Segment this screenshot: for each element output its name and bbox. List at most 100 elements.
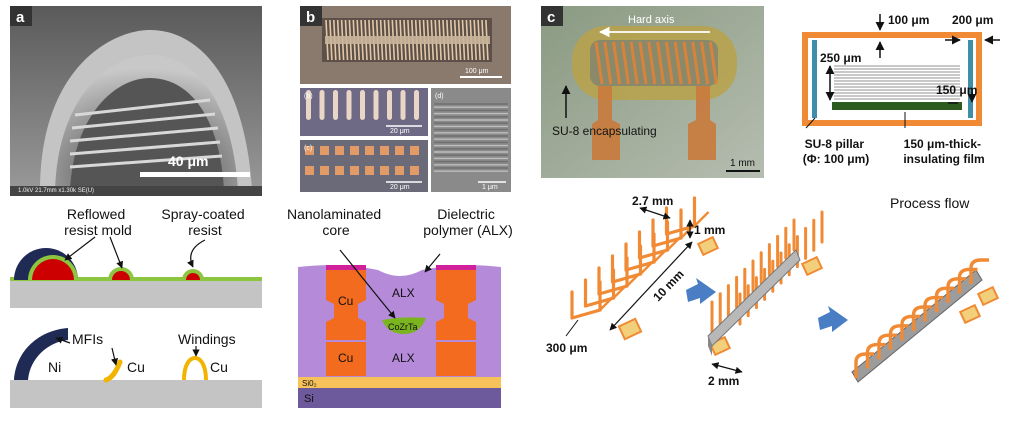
label-alx-top: ALX (392, 286, 415, 300)
photo-coil-turn (664, 41, 674, 85)
folded-turn (969, 258, 989, 284)
sub-label-d: (d) (435, 93, 444, 100)
pillar (306, 90, 311, 120)
photo-coil-turn (594, 41, 604, 85)
pillar (400, 90, 406, 120)
dim-2mm: 2 mm (708, 374, 739, 388)
photo-coil-turn (708, 41, 718, 85)
panel-b-tag: b (306, 9, 315, 26)
dim-2-7mm: 2.7 mm (632, 194, 673, 208)
photo-coil-turn (620, 41, 630, 85)
panel-c-tag-bg (541, 6, 563, 26)
cross-section-1 (10, 236, 262, 308)
pad (365, 146, 374, 155)
cross-section-b (298, 249, 501, 408)
pad (410, 166, 419, 175)
scale-b: 20 μm (390, 128, 410, 135)
pillar (414, 90, 419, 120)
scale-c: 20 μm (390, 184, 410, 191)
photo-coil-turn (673, 41, 683, 85)
photo-coil-turn (647, 41, 657, 85)
panel-c: c Hard axis SU-8 encapsulating 1 mm 100 … (541, 6, 1000, 388)
pad (800, 255, 824, 277)
photo-coil-turn (656, 41, 666, 85)
pillar (319, 90, 325, 120)
label-hard-axis: Hard axis (628, 14, 675, 26)
label-cu-bottom: Cu (338, 351, 353, 365)
dim-1mm: 1 mm (694, 223, 725, 237)
photo-coil-turn (629, 41, 639, 85)
pillar (333, 90, 338, 120)
sem-info-a: 1.0kV 21.7mm x1.30k SE(U) (18, 188, 94, 194)
dim-100um: 100 μm (888, 13, 929, 27)
photo-coil-turn (691, 41, 701, 85)
pad (380, 146, 389, 155)
pad (320, 146, 329, 155)
dim-200um: 200 μm (952, 13, 993, 27)
arrow-step-2 (818, 306, 848, 332)
pad (976, 285, 1000, 307)
arrow-step-1 (686, 278, 716, 304)
dim-10mm: 10 mm (650, 267, 686, 304)
scale-photo-c: 1 mm (730, 158, 755, 169)
panel-a-tag: a (16, 9, 25, 26)
sub-label-c: (c) (304, 145, 312, 152)
label-cu-1: Cu (127, 359, 145, 375)
label-dielectric-polymer: Dielectric polymer (ALX) (423, 206, 512, 238)
label-windings: Windings (178, 331, 236, 347)
pad (395, 166, 404, 175)
sub-image-c: (c) 20 μm (300, 140, 428, 192)
pad (410, 146, 419, 155)
pad (350, 166, 359, 175)
process-flow-drawing (565, 196, 1000, 383)
label-si: Si (304, 393, 314, 405)
dim-150um: 150 μm (936, 83, 977, 97)
panel-b-tag-bg (300, 6, 322, 26)
pillar (387, 90, 392, 120)
sub-label-b: (b) (304, 93, 313, 100)
photo-coil-turn (638, 41, 648, 85)
pad (305, 146, 314, 155)
schematic-c (802, 14, 1000, 129)
panel-a-tag-bg (10, 6, 32, 26)
label-alx-bottom: ALX (392, 351, 415, 365)
pad (335, 166, 344, 175)
optical-image-b: 100 μm (300, 6, 511, 84)
photo-coil-turn (700, 41, 710, 85)
photo-coil-turn (612, 41, 622, 85)
label-ni: Ni (48, 359, 61, 375)
photo-c (541, 6, 764, 178)
label-process-flow: Process flow (890, 195, 970, 211)
dim-300um: 300 μm (546, 341, 587, 355)
sem-image-a: 1.0kV 21.7mm x1.30k SE(U) (10, 6, 262, 196)
pad (365, 166, 374, 175)
pad (320, 166, 329, 175)
label-insulating-film: 150 μm-thick- insulating film (903, 137, 984, 166)
label-sio2: Si0₂ (302, 379, 317, 388)
winding-trace (693, 211, 710, 227)
panel-b: 100 μm b (b) 20 μm (c) 20 μm (d) 1 μm (287, 6, 513, 408)
label-su8-pillar: SU-8 pillar (Φ: 100 μm) (803, 137, 870, 166)
sub-image-b: (b) 20 μm (300, 88, 428, 136)
panel-a: 1.0kV 21.7mm x1.30k SE(U) a 40 μm Reflow… (10, 6, 262, 408)
pad (350, 146, 359, 155)
photo-coil-turn (603, 41, 613, 85)
scale-top-b: 100 μm (465, 68, 489, 75)
cross-section-2 (10, 328, 262, 408)
label-cu-2: Cu (210, 359, 228, 375)
scale-d: 1 μm (482, 184, 498, 191)
label-mfis: MFIs (72, 331, 103, 347)
sub-image-d: (d) 1 μm (431, 88, 511, 192)
pillar (346, 90, 352, 120)
photo-coil-turn (682, 41, 692, 85)
pillar (373, 90, 379, 120)
label-nanolaminated-core: Nanolaminated core (287, 206, 385, 238)
core-bar (851, 269, 983, 383)
pad (395, 146, 404, 155)
label-su8-encapsulating: SU-8 encapsulating (552, 124, 657, 138)
step-3-folded (851, 258, 1000, 383)
label-cu-top: Cu (338, 294, 353, 308)
pad (958, 303, 982, 325)
label-spray-coated: Spray-coated resist (161, 206, 248, 238)
